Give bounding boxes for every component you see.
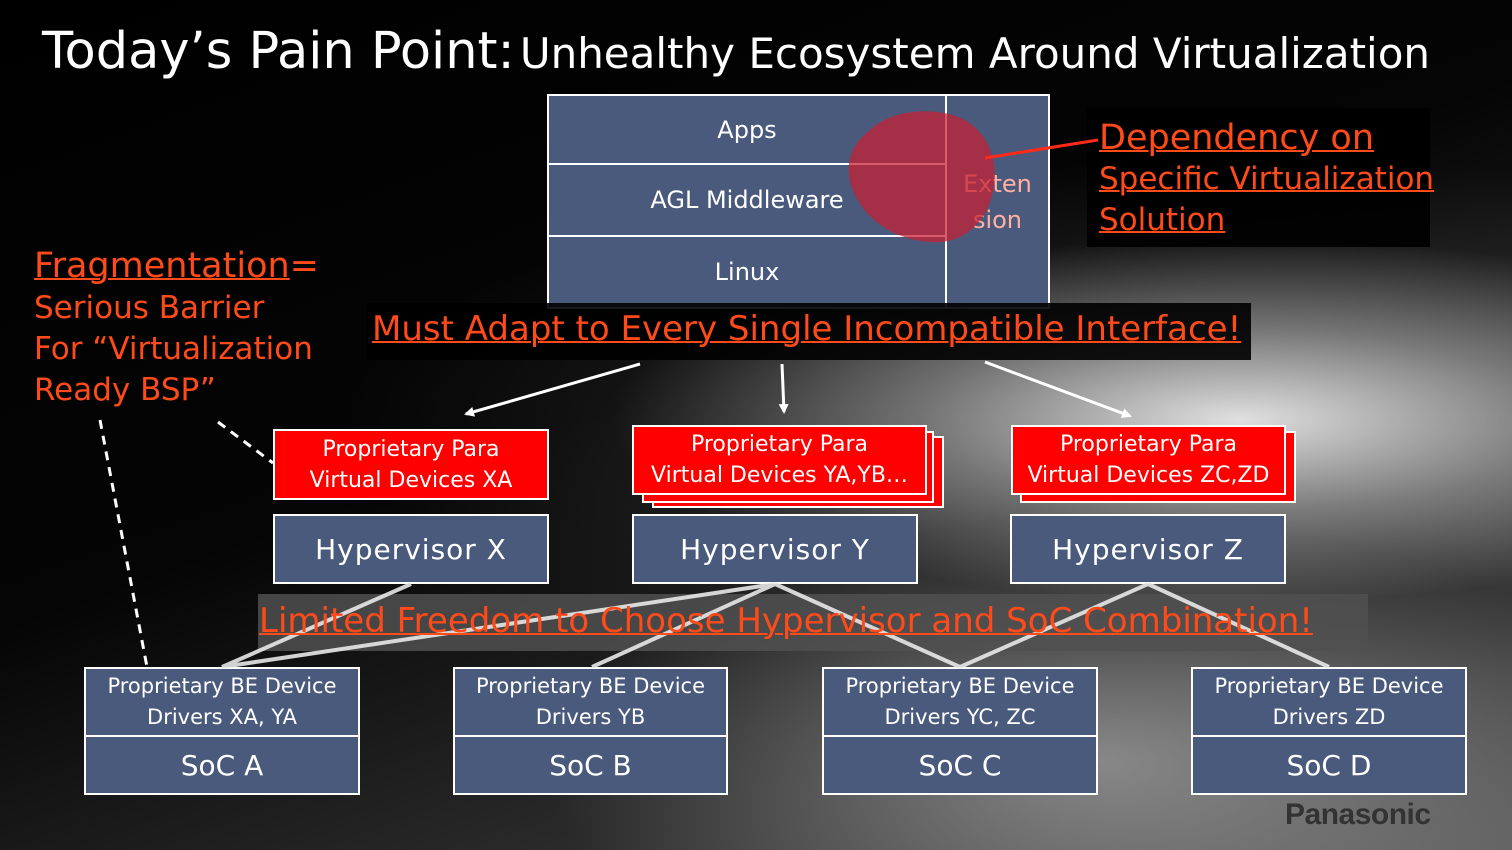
fragmentation-pointer-2 <box>217 420 274 465</box>
slide-title: Today’s Pain Point: Unhealthy Ecosystem … <box>42 22 1430 81</box>
limited-banner-bg <box>258 594 1368 651</box>
soc-d: SoC D <box>1191 735 1467 795</box>
barrier-line-2: For “Virtualization <box>34 331 313 367</box>
fragmentation-term: Fragmentation <box>34 246 290 286</box>
fragmentation-pointer-1 <box>98 419 149 668</box>
soc-a: SoC A <box>84 735 360 795</box>
panasonic-logo: Panasonic <box>1285 798 1431 831</box>
arrow-to-pv-x <box>464 362 641 417</box>
dependency-highlight-blob <box>848 111 995 243</box>
hypervisor-x: Hypervisor X <box>273 514 549 584</box>
dependency-line-3: Solution <box>1099 202 1226 238</box>
title-sub: Unhealthy Ecosystem Around Virtualizatio… <box>519 29 1431 78</box>
dependency-callout: Dependency on Specific Virtualization So… <box>1099 118 1434 241</box>
dependency-connector <box>984 138 1099 160</box>
title-main: Today’s Pain Point: <box>42 22 515 81</box>
barrier-line-1: Serious Barrier <box>34 290 265 326</box>
hypervisor-soc-lines <box>221 582 1330 669</box>
limited-callout: Limited Freedom to Choose Hypervisor and… <box>259 601 1313 641</box>
hypervisor-y: Hypervisor Y <box>632 514 918 584</box>
arrow-to-pv-z <box>984 360 1132 418</box>
soc-b: SoC B <box>453 735 728 795</box>
barrier-line-3: Ready BSP” <box>34 372 216 408</box>
adapt-banner-bg <box>367 303 1251 360</box>
dependency-line-2: Specific Virtualization <box>1099 161 1435 197</box>
fragmentation-equals: = <box>289 246 319 286</box>
hypervisor-z: Hypervisor Z <box>1010 514 1286 584</box>
dependency-line-1: Dependency on <box>1099 118 1375 158</box>
dependency-callout-bg <box>1087 108 1430 247</box>
soc-c: SoC C <box>822 735 1098 795</box>
fragmentation-note: Fragmentation= Serious Barrier For “Virt… <box>34 246 319 411</box>
arrow-to-pv-y <box>778 363 789 414</box>
adapt-callout: Must Adapt to Every Single Incompatible … <box>372 309 1242 349</box>
